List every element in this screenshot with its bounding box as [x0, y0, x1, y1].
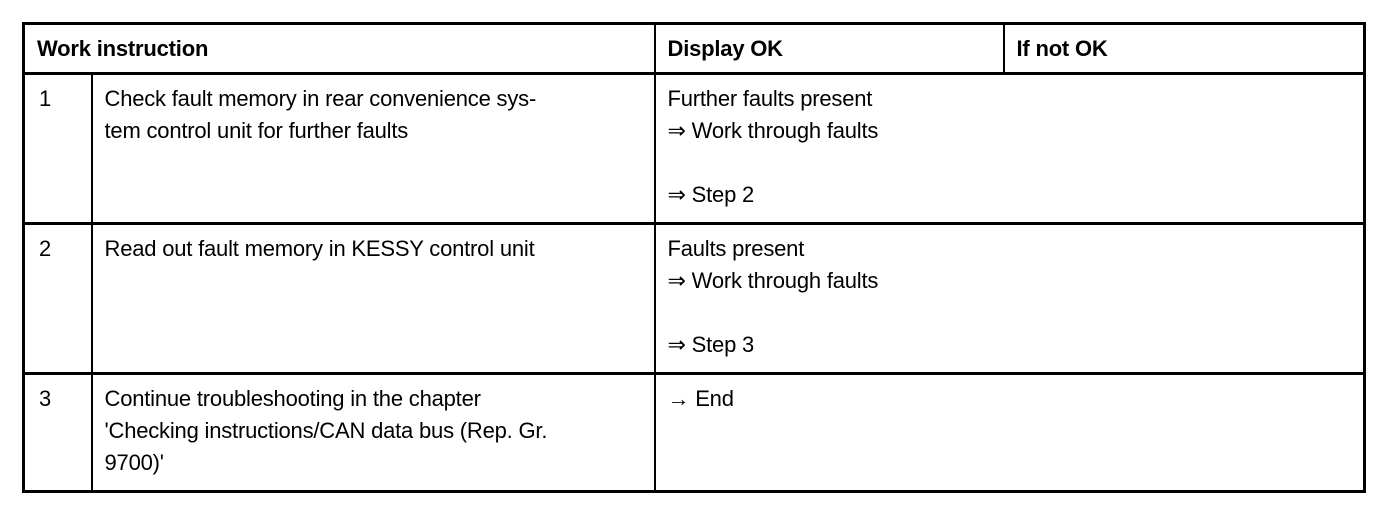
step-number-cell: 2 — [22, 222, 93, 375]
display-line: Faults present — [667, 236, 805, 261]
display-ok-cell: → End — [653, 372, 1366, 493]
table-row: 2 Read out fault memory in KESSY control… — [22, 222, 1366, 375]
step-number: 1 — [39, 86, 52, 111]
header-if-not-ok: If not OK — [1002, 22, 1366, 75]
display-ok-cell: Further faults present ⇒ Work through fa… — [653, 72, 1366, 225]
display-line: ⇒ Step 2 — [667, 182, 755, 207]
header-display-ok: Display OK — [653, 22, 1005, 75]
step-number-cell: 3 — [22, 372, 93, 493]
instruction-line: Continue troubleshooting in the chapter — [104, 386, 481, 411]
instruction-line: 'Checking instructions/CAN data bus (Rep… — [104, 418, 548, 443]
display-ok-cell: Faults present ⇒ Work through faults ⇒ S… — [653, 222, 1366, 375]
step-number: 2 — [39, 236, 52, 261]
instruction-line: tem control unit for further faults — [104, 118, 409, 143]
instruction-cell: Read out fault memory in KESSY control u… — [90, 222, 656, 375]
table-row: 3 Continue troubleshooting in the chapte… — [22, 372, 1366, 493]
display-line: → End — [667, 386, 734, 411]
header-work-instruction: Work instruction — [22, 22, 656, 75]
instruction-cell: Check fault memory in rear convenience s… — [90, 72, 656, 225]
display-line-blank — [668, 297, 1354, 329]
step-number-cell: 1 — [22, 72, 93, 225]
display-line: Further faults present — [667, 86, 873, 111]
display-line: ⇒ Work through faults — [667, 268, 879, 293]
step-number: 3 — [39, 386, 52, 411]
display-line: ⇒ Work through faults — [667, 118, 879, 143]
header-row: Work instruction Display OK If not OK — [22, 22, 1366, 75]
instruction-line: Check fault memory in rear convenience s… — [104, 86, 537, 111]
display-line-blank — [668, 147, 1354, 179]
work-instruction-table: Work instruction Display OK If not OK 1 … — [22, 22, 1366, 493]
instruction-line: 9700)' — [104, 450, 164, 475]
instruction-line: Read out fault memory in KESSY control u… — [104, 236, 535, 261]
instruction-cell: Continue troubleshooting in the chapter … — [90, 372, 656, 493]
table-row: 1 Check fault memory in rear convenience… — [22, 72, 1366, 225]
display-line: ⇒ Step 3 — [667, 332, 755, 357]
